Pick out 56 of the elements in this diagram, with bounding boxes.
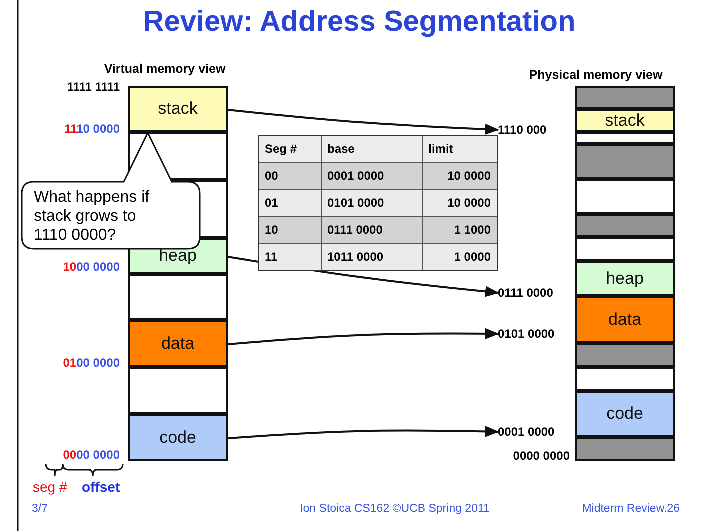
memory-block	[575, 367, 675, 391]
memory-block	[575, 343, 675, 367]
segment-box	[575, 261, 675, 296]
memory-block	[575, 132, 675, 144]
memory-block	[575, 214, 675, 237]
bit-field-label: offset	[82, 479, 122, 495]
address-label: 1111 1111	[66, 80, 120, 94]
address-label: 0111 0000	[498, 285, 574, 301]
table-value: 1 0000	[422, 244, 497, 270]
address-label: 1110 0000	[64, 122, 120, 136]
footer-text: 3/7	[32, 503, 49, 515]
segment-label: stack	[158, 99, 198, 119]
table-value: 01	[264, 195, 280, 212]
address-label: 0101 0000	[498, 326, 574, 342]
footer-text: Midterm Review.26	[581, 503, 680, 515]
segment-box	[128, 86, 228, 132]
segment-label: code	[160, 428, 196, 448]
memory-block	[128, 274, 228, 320]
memory-block	[575, 437, 675, 461]
address-label: 0000 0000	[512, 449, 570, 463]
segment-label: heap	[159, 246, 197, 266]
segment-label: data	[161, 334, 195, 354]
segment-label: heap	[606, 268, 644, 288]
table-header: Seg #	[264, 141, 298, 158]
memory-block	[128, 367, 228, 414]
table-value: 1011 0000	[320, 244, 422, 270]
segment-box	[575, 296, 675, 343]
callout-tooltip	[22, 133, 200, 249]
segment-label: stack	[605, 110, 645, 130]
segment-box	[575, 391, 675, 437]
view-heading: Virtual memory view	[103, 62, 227, 76]
segment-label: data	[608, 310, 642, 330]
segment-box	[128, 414, 228, 461]
view-heading: Physical memory view	[528, 68, 664, 82]
arrow	[228, 328, 500, 346]
memory-block	[575, 179, 675, 214]
table-value: 11	[264, 249, 279, 266]
table-value: 00	[264, 168, 280, 185]
segment-label: code	[606, 404, 644, 424]
memory-block	[575, 144, 675, 179]
memory-block	[575, 237, 675, 261]
memory-block	[575, 86, 675, 109]
callout-text: What happens if stack grows to 1110 0000?	[34, 188, 151, 245]
address-label: 0100 0000	[62, 356, 120, 370]
arrow	[228, 426, 500, 440]
address-label: 1110 000	[498, 122, 570, 138]
address-label: 0001 0000	[498, 424, 570, 440]
address-label: 1000 0000	[62, 260, 120, 274]
footer-text: Ion Stoica CS162 ©UCB Spring 2011	[299, 503, 491, 515]
address-label: 0000 0000	[62, 448, 120, 462]
arrow	[228, 109, 500, 136]
segment-box	[128, 320, 228, 367]
slide-title: Review: Address Segmentation	[142, 6, 577, 39]
table-value: 10	[264, 222, 280, 239]
bit-field-label: seg #	[33, 479, 68, 495]
segment-box	[575, 109, 675, 132]
